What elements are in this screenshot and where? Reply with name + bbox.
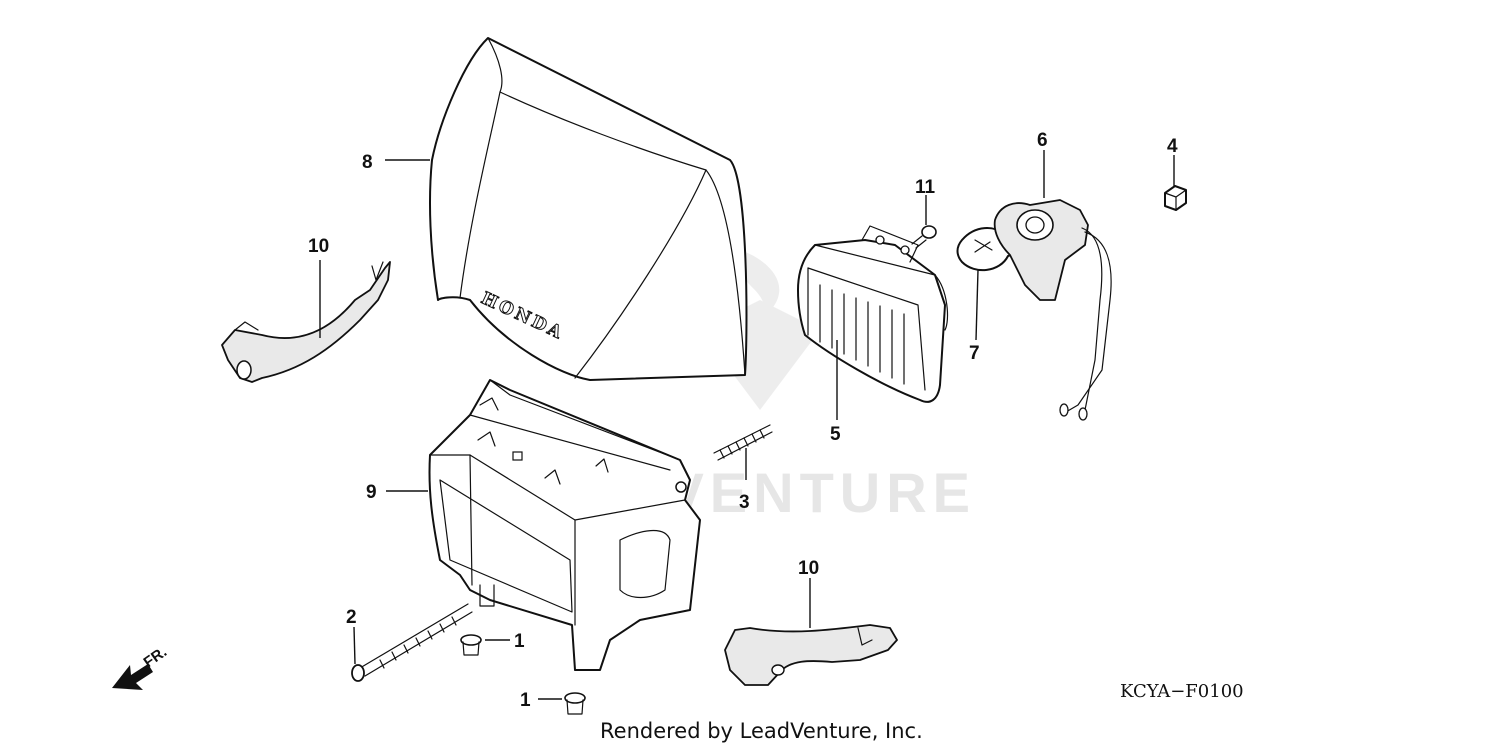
front-direction-arrow: FR. bbox=[112, 643, 170, 690]
leader-lines bbox=[319, 150, 1175, 700]
callouts: 8 10 9 2 1 1 3 5 7 11 6 4 10 bbox=[308, 130, 1178, 711]
part-nut bbox=[1164, 185, 1187, 211]
footer-credit: Rendered by LeadVenture, Inc. bbox=[600, 719, 923, 743]
part-bracket-left bbox=[221, 261, 391, 383]
callout-3: 3 bbox=[739, 492, 750, 513]
part-headlight-case bbox=[428, 379, 701, 671]
callout-6: 6 bbox=[1037, 130, 1048, 151]
callout-9: 9 bbox=[366, 482, 377, 503]
callout-10-left: 10 bbox=[308, 236, 329, 257]
part-spring bbox=[713, 424, 773, 461]
part-screw-long bbox=[351, 603, 473, 682]
part-bolt-upper bbox=[460, 634, 482, 656]
part-bracket-right bbox=[724, 624, 898, 686]
part-screw-small bbox=[911, 225, 937, 249]
callout-2: 2 bbox=[346, 607, 357, 628]
part-headlight-unit bbox=[797, 225, 949, 403]
callout-8: 8 bbox=[362, 152, 373, 173]
diagram-code: KCYA−F0100 bbox=[1120, 681, 1244, 702]
part-socket bbox=[993, 199, 1112, 421]
callout-1-lower: 1 bbox=[520, 690, 531, 711]
callout-4: 4 bbox=[1167, 136, 1178, 157]
callout-7: 7 bbox=[969, 343, 980, 364]
part-bolt-lower bbox=[564, 692, 586, 715]
callout-5: 5 bbox=[830, 424, 841, 445]
callout-10-right: 10 bbox=[798, 558, 819, 579]
callout-11: 11 bbox=[915, 177, 936, 198]
callout-1-upper: 1 bbox=[514, 631, 525, 652]
part-visor: HONDA bbox=[429, 37, 748, 381]
